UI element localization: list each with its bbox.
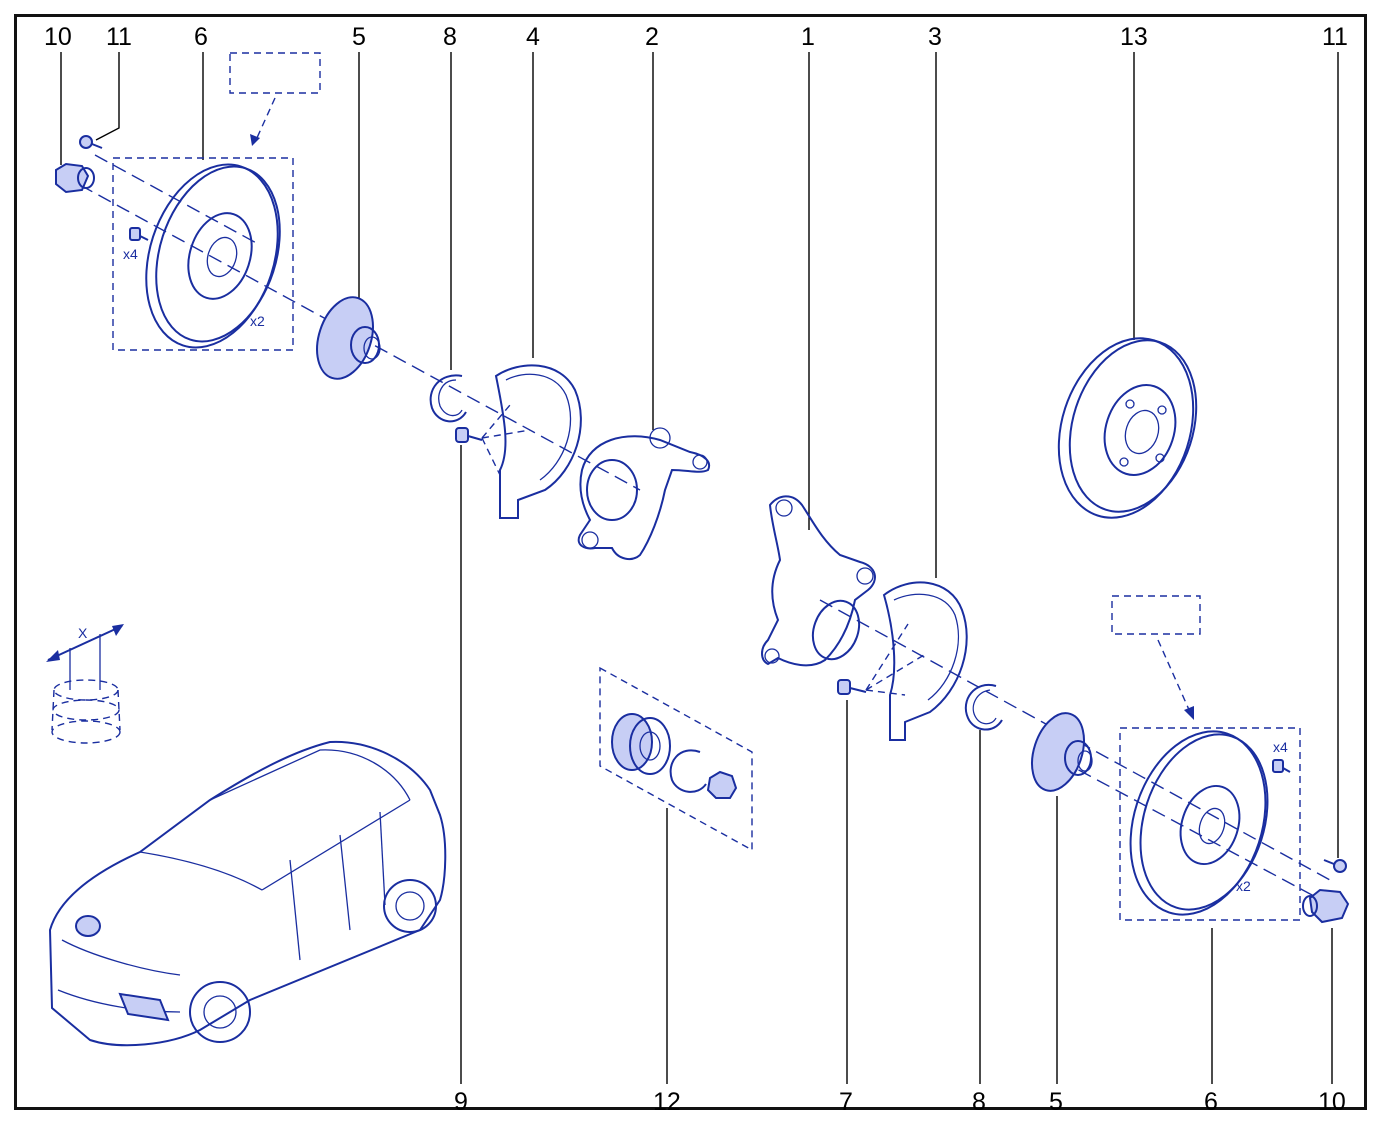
- callout-8-top: 8: [443, 23, 457, 51]
- callout-10-top: 10: [44, 23, 72, 51]
- callout-1-top: 1: [801, 23, 815, 51]
- right-wheel-hub: [1031, 712, 1093, 792]
- callout-6-top: 6: [194, 23, 208, 51]
- left-shield-screw-icon: [455, 427, 483, 443]
- diagram-frame: [14, 14, 1367, 1110]
- callout-10-bottom: 10: [1318, 1088, 1346, 1116]
- callout-5-bottom: 5: [1049, 1088, 1063, 1116]
- callout-12-bottom: 12: [653, 1088, 681, 1116]
- right-wheel-bolt-icon: [1272, 759, 1291, 773]
- right-disc-screw-icon: [1323, 859, 1347, 873]
- bearing-circlip: [669, 749, 707, 793]
- leader-lines: [60, 52, 1339, 1084]
- left-reference-box: [229, 52, 321, 94]
- right-hub-nut-icon: [1302, 888, 1350, 924]
- callouts-top: 10 11 6 5 8 4 2 1 3 13 11: [44, 23, 1348, 51]
- right-dust-shield: [882, 581, 968, 741]
- left-steering-knuckle: [577, 427, 710, 561]
- nut-dimension-detail: X: [46, 624, 124, 744]
- left-hub-nut-icon: [55, 162, 95, 194]
- right-shield-screw-icon: [837, 679, 867, 695]
- left-wheel-hub: [316, 296, 381, 380]
- callout-13-top: 13: [1120, 23, 1148, 51]
- qty-disc-right: x2: [1236, 878, 1251, 894]
- right-circlip: [964, 683, 1003, 731]
- callout-8-bottom: 8: [972, 1088, 986, 1116]
- left-brake-disc-group: x2 x4: [112, 52, 321, 351]
- left-disc-box: [112, 157, 294, 351]
- brake-disc-13: [1057, 337, 1198, 519]
- vehicle-illustration: [48, 740, 447, 1047]
- callout-3-top: 3: [928, 23, 942, 51]
- right-steering-knuckle: [761, 495, 876, 667]
- right-reference-box: [1111, 595, 1201, 635]
- qty-bolts-left: x4: [123, 246, 138, 262]
- qty-disc-left: x2: [250, 313, 265, 329]
- left-wheel-bolt-icon: [129, 227, 149, 241]
- left-circlip: [429, 374, 467, 423]
- qty-bolts-right: x4: [1273, 739, 1288, 755]
- left-disc-screw-icon: [79, 135, 103, 149]
- bearing-nut-icon: [706, 770, 738, 799]
- right-brake-disc-group: x2 x4: [1111, 595, 1301, 921]
- callout-5-top: 5: [352, 23, 366, 51]
- bearing-kit-12: [599, 666, 753, 852]
- callout-4-top: 4: [526, 23, 540, 51]
- callout-9-bottom: 9: [454, 1088, 468, 1116]
- callouts-bottom: 9 12 7 8 5 6 10: [454, 1088, 1346, 1116]
- right-disc-box: [1119, 727, 1301, 921]
- left-dust-shield: [494, 364, 582, 519]
- callout-11-top-left: 11: [106, 23, 132, 51]
- dimension-x-label: X: [78, 625, 88, 641]
- callout-2-top: 2: [645, 23, 659, 51]
- callout-7-bottom: 7: [839, 1088, 853, 1116]
- callout-11-top-right: 11: [1322, 23, 1348, 51]
- callout-6-bottom: 6: [1204, 1088, 1218, 1116]
- right-brake-disc: [1129, 730, 1267, 916]
- left-brake-disc: [145, 163, 279, 349]
- wheel-bearing: [611, 713, 671, 775]
- assembly-axes: [79, 154, 1341, 911]
